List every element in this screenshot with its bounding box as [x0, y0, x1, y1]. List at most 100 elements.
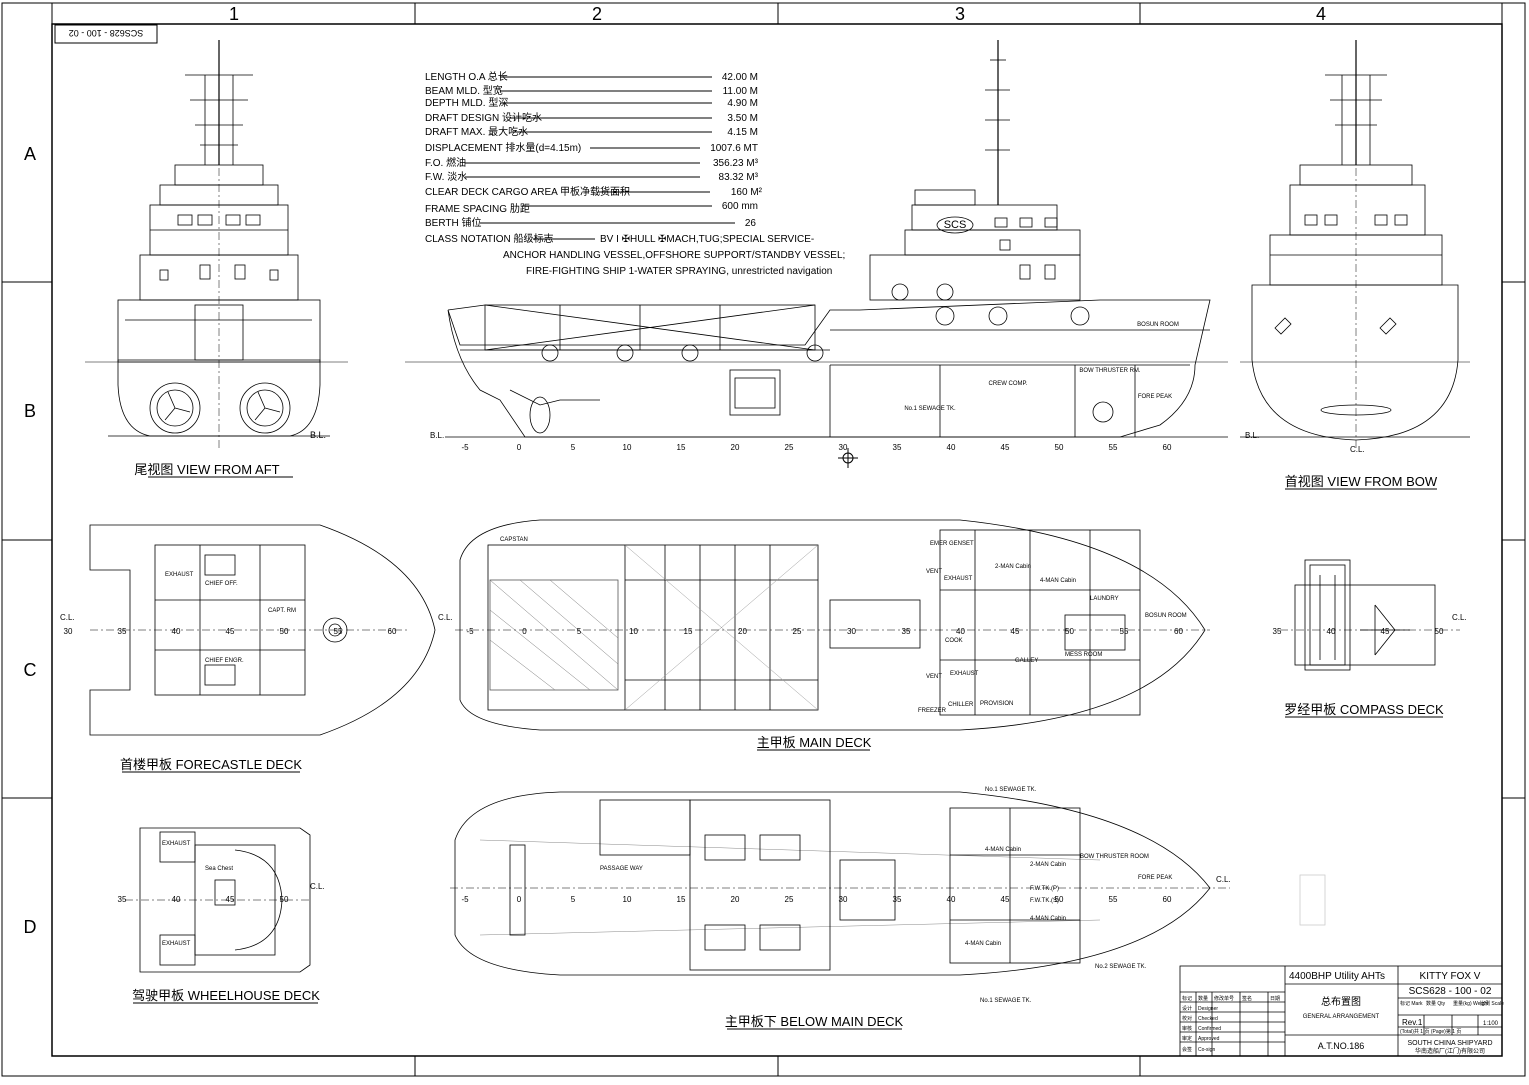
tb-role-en-3: Approved: [1198, 1036, 1220, 1042]
compass-frame-2: 45: [1381, 627, 1390, 636]
tb-role-en-4: Co-sign: [1198, 1047, 1215, 1053]
bd-fwtk-s: F.W.TK.(S): [1030, 898, 1059, 904]
title-compass: 罗经甲板 COMPASS DECK: [1284, 702, 1444, 717]
wh-sea-chest: Sea Chest: [205, 866, 233, 872]
grid-row-c: C: [24, 660, 37, 680]
particular-label-10: BERTH 铺位: [425, 216, 482, 229]
grid-bottom: [414, 1056, 1141, 1076]
forecastle-cl-label: C.L.: [60, 613, 75, 622]
tb-role-1: 校对: [1182, 1015, 1192, 1022]
profile-frame-12: 55: [1109, 443, 1118, 452]
drawing-number-box: SCS628 - 100 - 02: [54, 24, 158, 44]
forecastle-deck-plan: [89, 524, 436, 736]
compass-deck-plan: [1280, 559, 1460, 671]
below-frame-9: 40: [947, 895, 956, 904]
particular-label-3: DRAFT DESIGN 设计吃水: [425, 111, 542, 124]
below-frame-5: 20: [731, 895, 740, 904]
title-below-main: 主甲板下 BELOW MAIN DECK: [725, 1014, 904, 1029]
particular-value-10: 26: [745, 218, 757, 229]
wh-frame-1: 40: [172, 895, 181, 904]
bd-4man-3: 4-MAN Cabin: [965, 941, 1001, 947]
particulars-table: LENGTH O.A 总长 42.00 M BEAM MLD. 型宽 11.00…: [425, 70, 845, 277]
main-deck-labels: C.L. CAPSTAN EMER GENSET VENT EXHAUST 4-…: [438, 537, 1187, 714]
tb-vessel: KITTY FOX V: [1420, 971, 1481, 982]
aft-bl-label: B.L.: [310, 430, 326, 440]
tb-project: 4400BHP Utility AHTs: [1289, 971, 1385, 982]
title-main-deck: 主甲板 MAIN DECK: [757, 735, 872, 750]
main-frame-3: 10: [629, 627, 638, 636]
funnel-mark: SCS: [944, 219, 967, 231]
tb-meta-3: 比例 Scale: [1480, 1000, 1504, 1007]
bd-cl-label: C.L.: [1216, 875, 1231, 884]
tb-role-en-2: Confirmed: [1198, 1026, 1221, 1032]
below-frame-1: 0: [517, 895, 522, 904]
particular-value-5: 1007.6 MT: [710, 143, 758, 154]
main-deck-plan: [455, 519, 1210, 731]
md-laundry: LAUNDRY: [1090, 596, 1119, 602]
profile-frame-11: 50: [1055, 443, 1064, 452]
main-frame-13: 60: [1174, 627, 1183, 636]
title-view-from-aft: 尾视图 VIEW FROM AFT: [134, 462, 279, 477]
bow-cl-label: C.L.: [1350, 445, 1365, 454]
tb-yard-cn: 华南造船厂(江门)有限公司: [1415, 1047, 1485, 1055]
wh-exhaust: EXHAUST: [162, 841, 191, 847]
particular-label-8: CLEAR DECK CARGO AREA 甲板净载货面积: [425, 185, 630, 198]
particular-label-0: LENGTH O.A 总长: [425, 70, 508, 83]
wh-frame-0: 35: [118, 895, 127, 904]
grid-left: A B C D: [2, 144, 1525, 937]
below-frame-0: -5: [461, 895, 469, 904]
inner-frame: [51, 23, 1503, 1057]
tb-header-1: 数量: [1198, 995, 1208, 1002]
main-frame-4: 15: [684, 627, 693, 636]
fore-peak-label: FORE PEAK: [1138, 394, 1172, 400]
profile-frame-5: 20: [731, 443, 740, 452]
tb-rev: Rev.1: [1402, 1018, 1423, 1027]
particular-value-4: 4.15 M: [727, 127, 758, 138]
main-cl-label: C.L.: [438, 613, 453, 622]
profile-frame-0: -5: [461, 443, 469, 452]
profile-frame-3: 10: [623, 443, 632, 452]
bow-thruster-label: BOW THRUSTER RM.: [1079, 368, 1141, 374]
tb-meta-1: 数量 Qty: [1426, 1000, 1446, 1007]
title-forecastle: 首楼甲板 FORECASTLE DECK: [120, 757, 302, 772]
title-block: [1179, 965, 1503, 1057]
class-notation-label: CLASS NOTATION 船级标志: [425, 232, 554, 245]
bosun-room-label: BOSUN ROOM: [1137, 322, 1179, 328]
view-from-bow: [1240, 40, 1470, 450]
class-notation-line3: FIRE-FIGHTING SHIP 1-WATER SPRAYING, unr…: [526, 266, 832, 277]
main-frame-6: 25: [793, 627, 802, 636]
particular-value-2: 4.90 M: [727, 98, 758, 109]
bow-bl-label: B.L.: [1245, 431, 1259, 440]
main-frame-8: 35: [902, 627, 911, 636]
fc-chief-off: CHIEF OFF.: [205, 581, 238, 587]
fc-frame-2: 40: [172, 627, 181, 636]
fc-exhaust: EXHAUST: [165, 572, 194, 578]
particular-label-4: DRAFT MAX. 最大吃水: [425, 125, 528, 138]
profile-frame-10: 45: [1001, 443, 1010, 452]
below-frame-6: 25: [785, 895, 794, 904]
wheelhouse-deck-plan: [125, 827, 311, 973]
tb-title-cn: 总布置图: [1321, 995, 1361, 1008]
fc-frame-4: 50: [280, 627, 289, 636]
particular-value-8: 160 M²: [731, 187, 763, 198]
md-4man: 4-MAN Cabin: [1040, 578, 1076, 584]
tb-scale: 1:100: [1483, 1021, 1499, 1027]
wh-frame-3: 50: [280, 895, 289, 904]
profile-labels: B.L. CREW COMP. BOW THRUSTER RM. FORE PE…: [430, 322, 1179, 452]
particular-value-1: 11.00 M: [723, 86, 758, 97]
md-chiller: CHILLER: [948, 702, 974, 708]
bd-bow-thruster: BOW THRUSTER ROOM: [1080, 854, 1149, 860]
title-block-text: 4400BHP Utility AHTs KITTY FOX V 总布置图 GE…: [1182, 971, 1504, 1055]
tb-role-0: 设计: [1182, 1005, 1192, 1012]
particular-label-1: BEAM MLD. 型宽: [425, 84, 503, 97]
profile-frame-1: 0: [517, 443, 522, 452]
compass-frame-1: 40: [1327, 627, 1336, 636]
bd-sewage1-b: No.1 SEWAGE TK.: [980, 998, 1032, 1004]
tb-drawing-no: SCS628 - 100 - 02: [1409, 986, 1492, 997]
